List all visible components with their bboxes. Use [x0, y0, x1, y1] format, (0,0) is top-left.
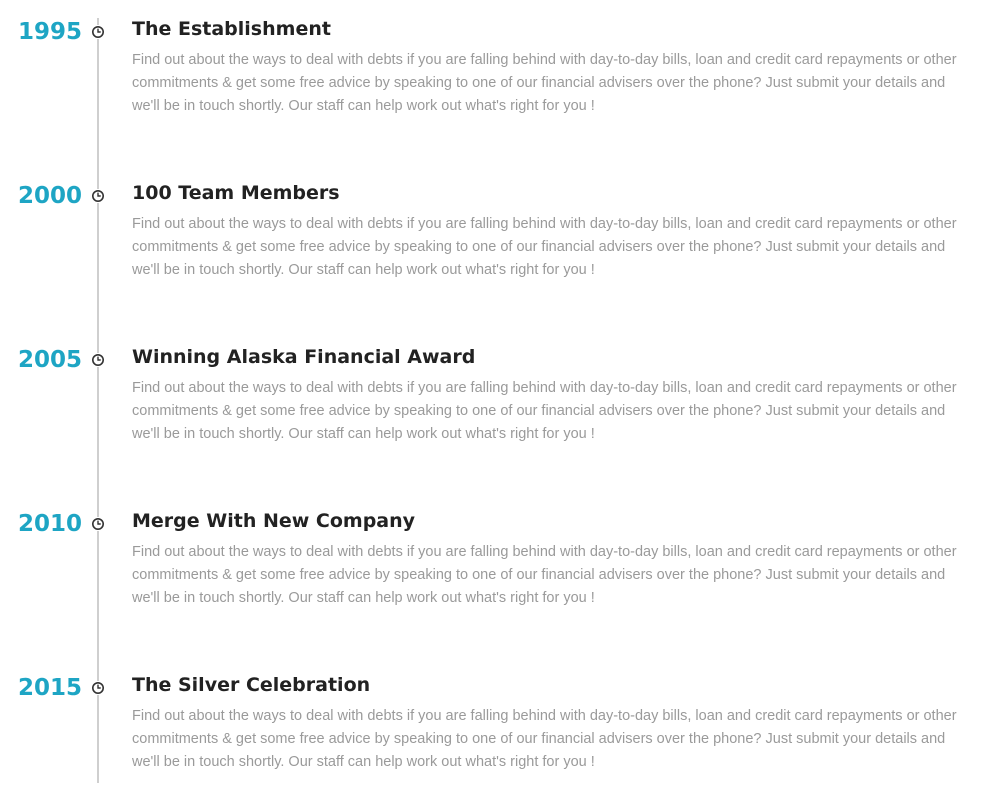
- timeline-title: The Establishment: [132, 18, 331, 40]
- clock-icon: [91, 189, 105, 203]
- timeline-title: Winning Alaska Financial Award: [132, 346, 476, 368]
- timeline-title: The Silver Celebration: [132, 674, 371, 696]
- timeline-entry-1995: 1995 The Establishment Find out about th…: [0, 0, 994, 150]
- timeline-year: 2015: [18, 675, 83, 701]
- clock-icon: [91, 681, 105, 695]
- timeline-year: 2005: [18, 347, 83, 373]
- timeline-description: Find out about the ways to deal with deb…: [132, 544, 957, 606]
- timeline-description: Find out about the ways to deal with deb…: [132, 380, 957, 442]
- timeline-line: [97, 18, 99, 783]
- clock-icon: [91, 353, 105, 367]
- timeline-description: Find out about the ways to deal with deb…: [132, 708, 957, 770]
- timeline: 1995 The Establishment Find out about th…: [0, 0, 994, 783]
- timeline-year: 2010: [18, 511, 83, 537]
- timeline-description: Find out about the ways to deal with deb…: [132, 216, 957, 278]
- timeline-year: 1995: [18, 19, 83, 45]
- timeline-entry-2015: 2015 The Silver Celebration Find out abo…: [0, 656, 994, 806]
- timeline-title: 100 Team Members: [132, 182, 340, 204]
- timeline-year: 2000: [18, 183, 83, 209]
- timeline-description: Find out about the ways to deal with deb…: [132, 52, 957, 114]
- timeline-entry-2000: 2000 100 Team Members Find out about the…: [0, 164, 994, 314]
- timeline-title: Merge With New Company: [132, 510, 416, 532]
- clock-icon: [91, 25, 105, 39]
- timeline-entry-2010: 2010 Merge With New Company Find out abo…: [0, 492, 994, 642]
- clock-icon: [91, 517, 105, 531]
- timeline-entry-2005: 2005 Winning Alaska Financial Award Find…: [0, 328, 994, 478]
